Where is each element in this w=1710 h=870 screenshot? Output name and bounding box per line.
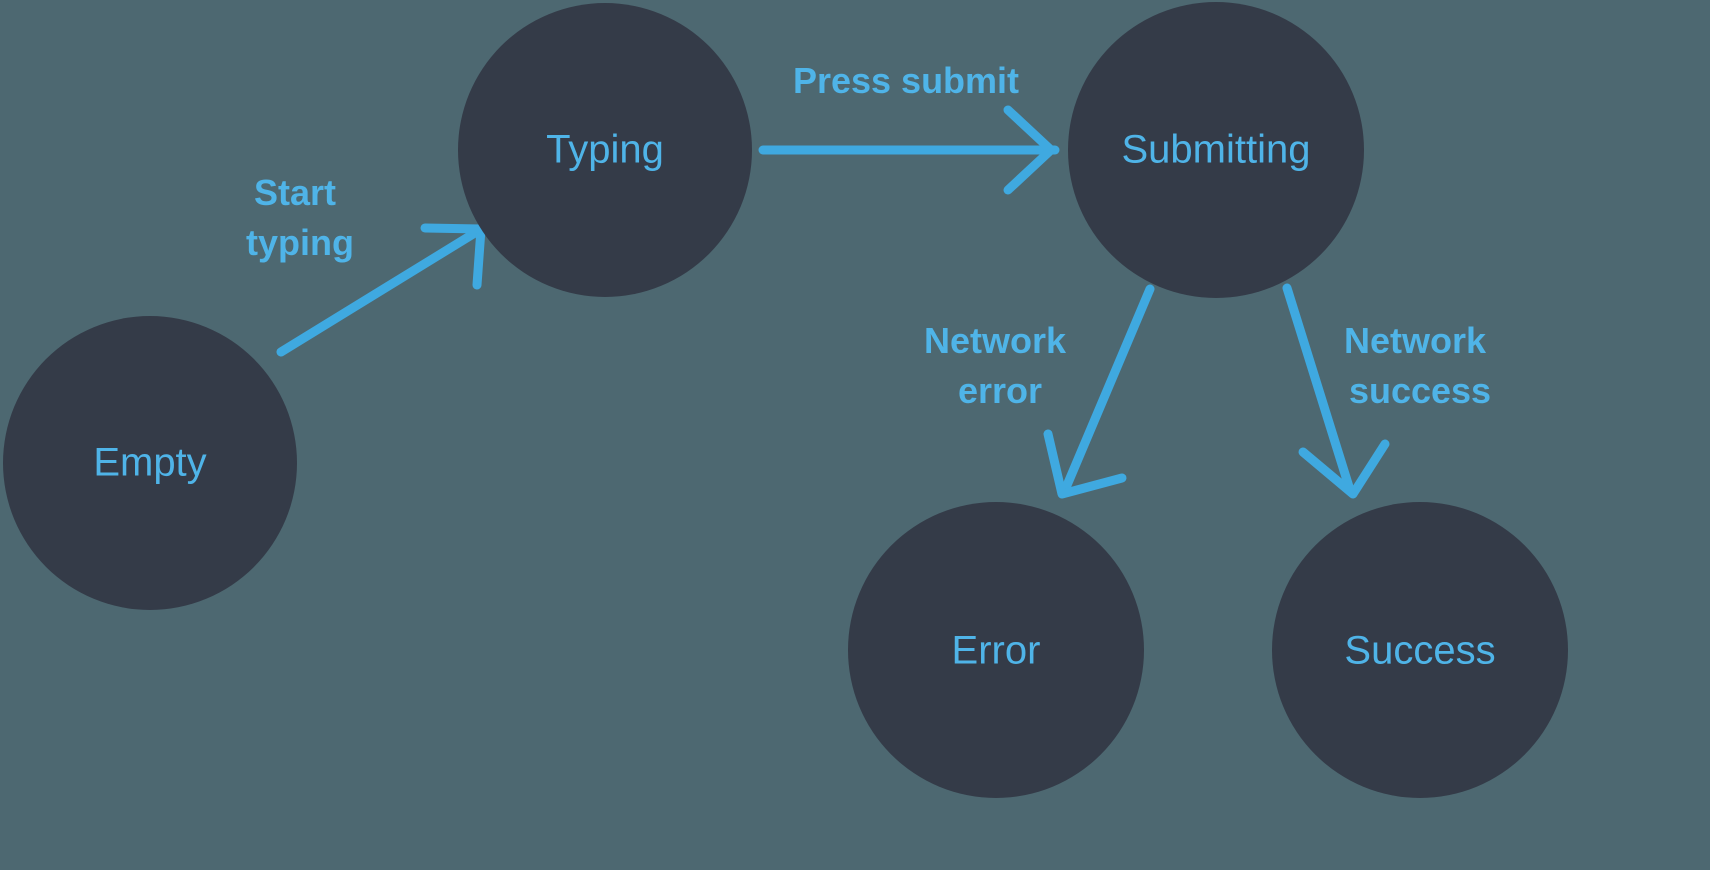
edge-label-network-success-line-1: success bbox=[1349, 370, 1491, 411]
state-node-success-circle[interactable] bbox=[1272, 502, 1568, 798]
state-node-typing-label: Typing bbox=[546, 128, 664, 172]
edge-label-start-typing-line-1: typing bbox=[246, 222, 354, 263]
edge-network-success-line bbox=[1282, 283, 1355, 495]
state-node-success-label: Success bbox=[1344, 629, 1495, 673]
edge-network-success-arrowhead bbox=[1298, 439, 1390, 499]
edge-start-typing-arrowhead bbox=[420, 223, 486, 290]
state-node-submitting[interactable]: Submitting bbox=[1068, 2, 1364, 298]
state-node-error-circle[interactable] bbox=[848, 502, 1144, 798]
edge-network-error: Network error bbox=[924, 284, 1155, 499]
state-node-typing[interactable]: Typing bbox=[458, 3, 752, 297]
edge-start-typing: Start typing bbox=[246, 172, 486, 357]
edge-press-submit-arrowhead bbox=[1003, 105, 1056, 195]
edge-label-start-typing-line-0: Start bbox=[254, 172, 336, 213]
state-node-typing-circle[interactable] bbox=[458, 3, 752, 297]
edge-network-success: Network success bbox=[1282, 283, 1496, 499]
state-node-error-label: Error bbox=[952, 629, 1041, 673]
edge-label-start-typing: Start typing bbox=[246, 172, 354, 263]
edge-press-submit: Press submit bbox=[758, 60, 1060, 195]
edge-label-press-submit: Press submit bbox=[793, 60, 1019, 101]
state-node-submitting-label: Submitting bbox=[1122, 128, 1311, 172]
edge-label-network-success-line-0: Network bbox=[1344, 320, 1487, 361]
state-node-success[interactable]: Success bbox=[1272, 502, 1568, 798]
edge-network-error-line bbox=[1060, 284, 1155, 495]
edge-label-network-error-line-0: Network bbox=[924, 320, 1067, 361]
edge-label-press-submit-line-0: Press submit bbox=[793, 60, 1019, 101]
edge-label-network-error-line-1: error bbox=[958, 370, 1042, 411]
state-node-empty[interactable]: Empty bbox=[3, 316, 297, 610]
state-node-error[interactable]: Error bbox=[848, 502, 1144, 798]
edge-label-network-error: Network error bbox=[924, 320, 1076, 411]
state-node-submitting-circle[interactable] bbox=[1068, 2, 1364, 298]
edge-start-typing-line bbox=[276, 226, 483, 357]
edge-label-network-success: Network success bbox=[1344, 320, 1496, 411]
state-node-empty-label: Empty bbox=[93, 441, 206, 485]
state-node-empty-circle[interactable] bbox=[3, 316, 297, 610]
edge-network-error-arrowhead bbox=[1043, 429, 1127, 499]
